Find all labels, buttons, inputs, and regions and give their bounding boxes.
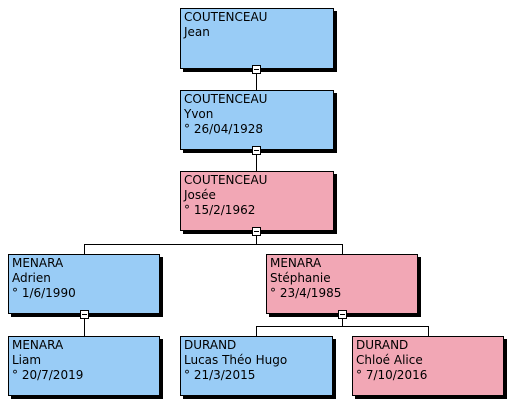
connector-adrien-liam xyxy=(84,314,85,336)
person-given-name: Adrien xyxy=(12,271,51,285)
person-card-liam[interactable]: MENARA Liam ° 20/7/2019 xyxy=(8,336,160,396)
person-surname: MENARA xyxy=(12,338,64,352)
person-birth-date: ° 23/4/1985 xyxy=(270,286,342,300)
person-given-name: Liam xyxy=(12,353,42,367)
connector-jean-yvon xyxy=(256,69,257,90)
person-given-name: Stéphanie xyxy=(270,271,331,285)
person-surname: COUTENCEAU xyxy=(184,173,268,187)
connector-stephanie-stem xyxy=(342,314,343,326)
connector-yvon-josee xyxy=(256,150,257,171)
person-surname: MENARA xyxy=(12,256,64,270)
connector-josee-stem xyxy=(256,231,257,244)
person-card-adrien[interactable]: MENARA Adrien ° 1/6/1990 xyxy=(8,254,160,314)
collapse-icon[interactable] xyxy=(338,310,347,319)
collapse-icon[interactable] xyxy=(252,65,261,74)
person-surname: DURAND xyxy=(356,338,409,352)
person-given-name: Lucas Théo Hugo xyxy=(184,353,288,367)
person-given-name: Yvon xyxy=(184,107,214,121)
connector-to-lucas xyxy=(256,326,257,336)
person-birth-date: ° 1/6/1990 xyxy=(12,286,76,300)
connector-to-chloe xyxy=(428,326,429,336)
person-given-name: Jean xyxy=(184,25,210,39)
person-card-lucas[interactable]: DURAND Lucas Théo Hugo ° 21/3/2015 xyxy=(180,336,333,396)
connector-stephanie-children-bar xyxy=(256,326,429,327)
person-card-stephanie[interactable]: MENARA Stéphanie ° 23/4/1985 xyxy=(266,254,418,314)
person-given-name: Chloé Alice xyxy=(356,353,423,367)
person-surname: COUTENCEAU xyxy=(184,92,268,106)
person-birth-date: ° 7/10/2016 xyxy=(356,368,428,382)
person-surname: DURAND xyxy=(184,338,237,352)
collapse-icon[interactable] xyxy=(80,310,89,319)
person-surname: COUTENCEAU xyxy=(184,10,268,24)
person-given-name: Josée xyxy=(184,188,216,202)
person-card-jean[interactable]: COUTENCEAU Jean xyxy=(180,8,334,69)
connector-to-stephanie xyxy=(342,244,343,254)
connector-josee-children-bar xyxy=(84,244,343,245)
person-birth-date: ° 26/04/1928 xyxy=(184,122,263,136)
person-birth-date: ° 20/7/2019 xyxy=(12,368,84,382)
person-birth-date: ° 21/3/2015 xyxy=(184,368,256,382)
person-birth-date: ° 15/2/1962 xyxy=(184,203,256,217)
connector-to-adrien xyxy=(84,244,85,254)
collapse-icon[interactable] xyxy=(252,227,261,236)
person-card-chloe[interactable]: DURAND Chloé Alice ° 7/10/2016 xyxy=(352,336,504,396)
person-card-josee[interactable]: COUTENCEAU Josée ° 15/2/1962 xyxy=(180,171,334,231)
person-surname: MENARA xyxy=(270,256,322,270)
person-card-yvon[interactable]: COUTENCEAU Yvon ° 26/04/1928 xyxy=(180,90,334,150)
collapse-icon[interactable] xyxy=(252,146,261,155)
